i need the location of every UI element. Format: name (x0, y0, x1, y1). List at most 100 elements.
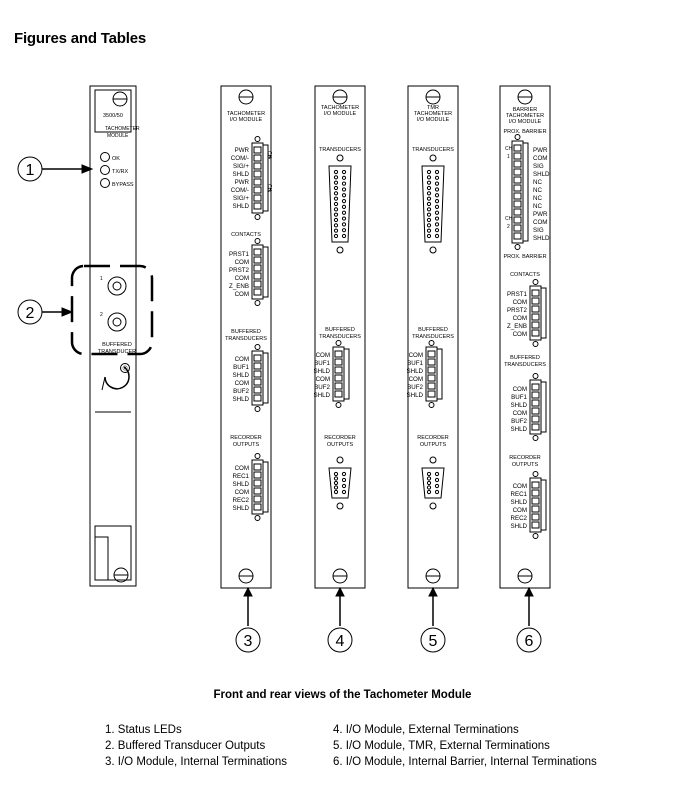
module6-contacts-pin-0: PRST1 (507, 291, 528, 298)
module6-buffered-terminal-housing (540, 381, 547, 433)
bnc-connector-1 (107, 276, 127, 296)
module5-transducer-dsub-pin (434, 187, 440, 192)
module3-contacts-terminal-pin (253, 248, 262, 256)
module6-buffered-title-line1: BUFFERED (510, 355, 540, 361)
status-led-label-1: TX/RX (112, 169, 129, 175)
module6-barrier-terminal-pin (513, 200, 522, 208)
bnc-connector-2 (107, 312, 127, 332)
module6-barrier-terminal-pin (513, 168, 522, 176)
module4-buffered-title-line2: TRANSDUCERS (319, 334, 361, 340)
module3-buffered-terminal-screw (254, 406, 261, 412)
module6-buffered-pin-0: COM (513, 386, 527, 393)
module5-recorder-title-line1: RECORDER (417, 435, 449, 441)
module6-contacts-pin-5: COM (513, 331, 527, 338)
module6-contacts-terminal-housing (540, 287, 547, 339)
module5-buffered-terminal-screw (428, 402, 435, 408)
callout-5-arrow-head (428, 586, 438, 597)
module6-barrier-pin-9: COM (533, 219, 547, 226)
bnc-connector-1-inner (112, 281, 122, 291)
module5-transducer-dsub-pin (426, 228, 432, 233)
module3-buffered-terminal-pin (253, 378, 262, 386)
module4-transducer-dsub-pin (333, 201, 339, 207)
module6-contacts-terminal-pin (531, 297, 540, 305)
module4-recorder-dsub-pin (333, 485, 339, 490)
module5-recorder-dsub-screw (429, 502, 437, 510)
module5-transducer-dsub-screw (429, 154, 437, 162)
callout-3-label: 3 (244, 633, 253, 650)
module6-recorder-pin-4: REC2 (510, 515, 527, 522)
module6-buffered-terminal-pin (531, 399, 540, 407)
module5-buffered-terminal-pin (427, 374, 436, 382)
module3-transducer-pin-0: PWR (235, 147, 250, 154)
module6-recorder-title-line1: RECORDER (509, 455, 541, 461)
module5-title-line1: TMR (427, 105, 439, 111)
callout-6 (516, 627, 542, 653)
module5-transducer-dsub-pin (434, 216, 440, 221)
module5-transducer-dsub-pin (434, 210, 440, 215)
callout-4-arrow-head (335, 586, 345, 597)
module6-contacts-terminal-pin (531, 313, 540, 321)
module4-transducer-dsub-pin (341, 198, 347, 204)
front-model-label: 3500/50 (103, 113, 123, 119)
module4-recorder-title-line1: RECORDER (324, 435, 356, 441)
module4-recorder-dsub-screw (336, 456, 344, 464)
callout-5-label: 5 (429, 633, 438, 650)
module3-title-line1: TACHOMETER (227, 111, 265, 117)
module5-transducer-dsub-pin (434, 233, 440, 239)
module4-transducer-dsub-pin (333, 196, 339, 201)
status-led-txrx (100, 165, 110, 175)
module5-transducers-title: TRANSDUCERS (412, 147, 454, 153)
module3-contacts-pin-5: COM (235, 291, 249, 298)
module6-barrier-terminal-screw (514, 244, 521, 250)
module3-recorder-terminal-screw (254, 515, 261, 521)
module3-recorder-title-line1: RECORDER (230, 435, 262, 441)
module3-transducer-terminal-pin (253, 186, 262, 194)
module6-title-line3: I/O MODULE (509, 119, 542, 125)
module5-recorder-dsub-pin (426, 476, 432, 481)
module3-transducer-terminal-pin (253, 162, 262, 170)
module3-transducer-terminal-pin (253, 146, 262, 154)
module4-buffered-pin-3: COM (316, 376, 330, 383)
module3-transducer-terminal-screw (254, 214, 261, 220)
module4-buffered-terminal-pin (334, 350, 343, 358)
module6-barrier-terminal-pin (513, 216, 522, 224)
status-led-ok (100, 152, 110, 162)
module3-buffered-pin-0: COM (235, 356, 249, 363)
module6-contacts-terminal-pin (531, 321, 540, 329)
module4-buffered-pin-5: SHLD (313, 392, 330, 399)
module4-buffered-terminal-pin (334, 358, 343, 366)
module5-buffered-pin-5: SHLD (406, 392, 423, 399)
module3-ch2: CH (266, 184, 272, 192)
module3-buffered-terminal-pin (253, 354, 262, 362)
module6-barrier-pin-2: SIG (533, 163, 544, 170)
legend-left-column: 1. Status LEDs 2. Buffered Transducer Ou… (105, 722, 287, 770)
module5-recorder-dsub-screw (429, 456, 437, 464)
module6-recorder-terminal-screw (532, 533, 539, 539)
module4-transducer-dsub-pin (341, 228, 347, 233)
legend-item-6: 6. I/O Module, Internal Barrier, Interna… (333, 756, 597, 768)
module3-recorder-pin-2: SHLD (232, 481, 249, 488)
module3-buffered-pin-5: SHLD (232, 396, 249, 403)
module6-contacts-pin-4: Z_ENB (507, 323, 527, 330)
module5-buffered-terminal-housing (436, 348, 443, 400)
callout-2-label: 2 (26, 305, 35, 322)
module4-transducer-dsub-pin (333, 175, 339, 180)
module4-buffered-pin-1: BUF1 (314, 360, 330, 367)
legend-item-5: 5. I/O Module, TMR, External Termination… (333, 740, 550, 752)
module5-recorder-dsub-pin (434, 477, 440, 483)
callout-2-arrow-head (61, 307, 74, 317)
module5-transducer-dsub-pin (426, 169, 432, 175)
module5-transducer-dsub-pin (434, 228, 440, 233)
legend-item-1: 1. Status LEDs (105, 724, 182, 736)
module5-buffered-pin-3: COM (409, 376, 423, 383)
module3-contacts-terminal-screw (254, 300, 261, 306)
module5-transducer-dsub-pin (434, 169, 440, 175)
module4-recorder-dsub-pin (341, 483, 347, 489)
module3-transducer-pin-5: COM/- (231, 187, 249, 194)
callout-1-label: 1 (26, 162, 35, 179)
module5-transducer-dsub-pin (426, 191, 432, 196)
module4-buffered-title-line1: BUFFERED (325, 327, 355, 333)
module6-barrier-terminal-pin (513, 232, 522, 240)
front-title-line2: MODULE (107, 133, 129, 139)
module3-transducer-terminal-housing (262, 144, 269, 212)
